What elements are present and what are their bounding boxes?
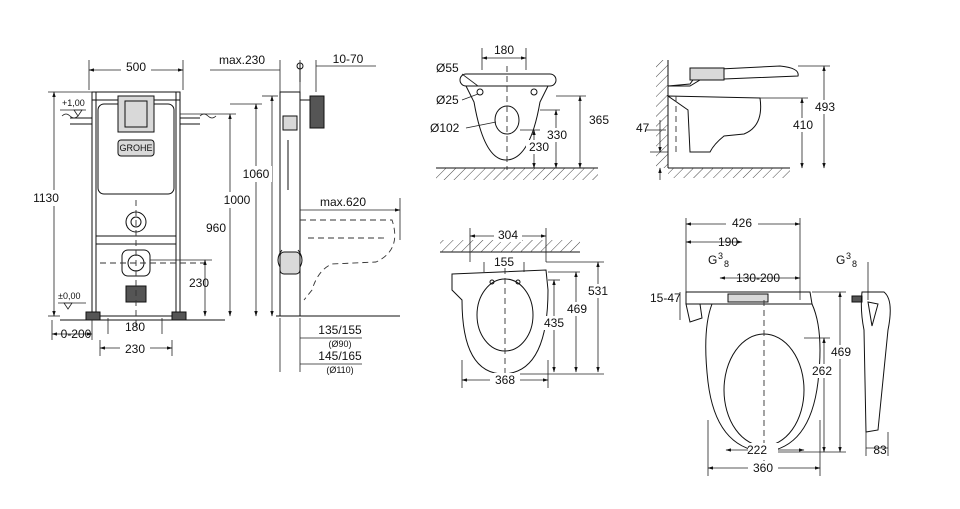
height-469-label: 469	[567, 302, 587, 316]
floor-range-label: 0-200	[61, 327, 92, 341]
hose-thread-sup: 3	[846, 251, 851, 261]
pipe-a-diameter-label: (Ø90)	[328, 339, 351, 349]
width-426-label: 426	[732, 216, 752, 230]
max-depth-label: max.230	[219, 53, 265, 67]
height-469-seat-label: 469	[831, 345, 851, 359]
height-47-label: 47	[636, 121, 650, 135]
height-230-bowl-label: 230	[529, 140, 549, 154]
bowl-front-view: 180 Ø55 Ø25 Ø102 365 330 230	[430, 43, 609, 180]
brand-plate	[117, 139, 155, 157]
hose-side-view: G 3 8 83	[836, 251, 891, 457]
height-range-label: 15-47	[650, 291, 681, 305]
bowl-top-width-label: 180	[494, 43, 514, 57]
bowl-top-view: 304 155 531 469 435 368	[440, 228, 612, 388]
width-222-label: 222	[747, 443, 767, 457]
flush-plate	[117, 95, 155, 133]
pipe-b-label: 145/165	[318, 349, 362, 363]
height-1130-label: 1130	[33, 191, 59, 205]
height-262-label: 262	[812, 364, 832, 378]
width-368-label: 368	[495, 373, 515, 387]
height-493-label: 493	[815, 100, 835, 114]
frame-width-label: 500	[126, 60, 146, 74]
height-1000-label: 1000	[224, 193, 251, 207]
seat-thread-sup: 3	[718, 251, 723, 261]
bowl-projection-label: max.620	[320, 195, 366, 209]
level-zero-label: ±0,00	[58, 291, 80, 301]
diameter-55-label: Ø55	[436, 61, 459, 75]
seat-top-view: 426 190 G 3 8 130-200 15-47 469 262 222 …	[650, 216, 856, 476]
hose-thread-sub: 8	[852, 259, 857, 269]
width-83-label: 83	[873, 443, 887, 457]
width-304-label: 304	[498, 228, 518, 242]
height-435-label: 435	[544, 316, 564, 330]
diameter-102-label: Ø102	[430, 121, 460, 135]
pipe-a-label: 135/155	[318, 323, 362, 337]
width-230-label: 230	[125, 342, 145, 356]
pipe-b-diameter-label: (Ø110)	[326, 365, 353, 375]
seat-thread-sub: 8	[724, 259, 729, 269]
width-360-label: 360	[753, 461, 773, 475]
width-180-label: 180	[125, 320, 145, 334]
frame-side-view: max.230 10-70 max.620 135/155 (Ø90) 145/…	[210, 52, 401, 375]
brand-plate-label: GROHE	[119, 143, 152, 153]
level-plus-label: +1,00	[62, 98, 85, 108]
frame-front-view: 500 GROHE +1,00 ±0,00	[28, 60, 278, 356]
hose-thread-label: G	[836, 253, 845, 267]
height-230-label: 230	[189, 276, 209, 290]
height-410-label: 410	[793, 118, 813, 132]
diameter-25-label: Ø25	[436, 93, 459, 107]
height-1060-label: 1060	[243, 167, 270, 181]
height-330-label: 330	[547, 128, 567, 142]
height-960-label: 960	[206, 221, 226, 235]
height-365-label: 365	[589, 113, 609, 127]
seat-side-view: 47 493 410	[636, 60, 840, 180]
seat-thread-label: G	[708, 253, 717, 267]
range-130-200-label: 130-200	[736, 271, 780, 285]
adjust-range-label: 10-70	[333, 52, 364, 66]
width-155-label: 155	[494, 255, 514, 269]
width-190-label: 190	[718, 235, 738, 249]
height-531-label: 531	[588, 284, 608, 298]
